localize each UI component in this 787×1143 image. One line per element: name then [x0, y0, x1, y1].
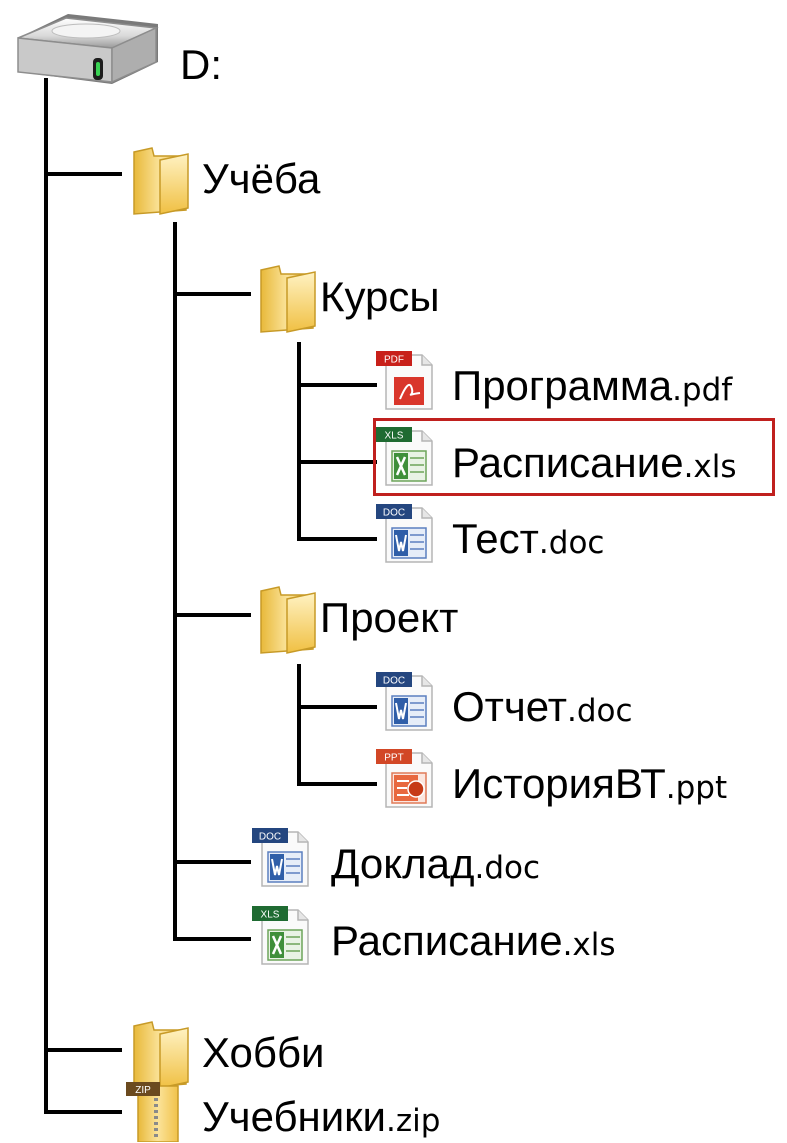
doc-file-icon: DOC: [376, 504, 433, 563]
ppt-file-icon: PPT: [376, 749, 433, 808]
tree-connector: [44, 172, 122, 176]
svg-text:XLS: XLS: [261, 910, 280, 921]
item-label: Отчет.doc: [452, 683, 633, 730]
tree-connector: [297, 537, 377, 541]
tree-connector: [44, 78, 48, 1114]
hard-drive-icon: [17, 14, 159, 84]
tree-connector: [297, 782, 377, 786]
xls-file-icon: XLS: [252, 906, 309, 965]
item-label: Тест.doc: [452, 515, 605, 562]
tree-connector: [173, 613, 251, 617]
item-label: Расписание.xls: [452, 439, 737, 486]
svg-text:PDF: PDF: [384, 355, 404, 366]
folder-icon: [133, 147, 189, 215]
svg-text:DOC: DOC: [383, 676, 405, 687]
tree-connector: [297, 383, 377, 387]
folder-icon: [133, 1021, 189, 1089]
tree-connector: [297, 460, 377, 464]
pdf-file-icon: PDF: [376, 351, 433, 410]
tree-connector: [173, 860, 251, 864]
doc-file-icon: DOC: [376, 672, 433, 731]
doc-file-icon: DOC: [252, 828, 309, 887]
svg-text:PPT: PPT: [384, 753, 403, 764]
item-label: Проект: [320, 594, 459, 641]
tree-connector: [297, 342, 301, 541]
folder-icon: [260, 586, 316, 654]
root-drive-label: D:: [180, 41, 222, 88]
folder-icon: [260, 265, 316, 333]
item-label: Учёба: [202, 155, 321, 202]
tree-connector: [44, 1048, 122, 1052]
svg-text:ZIP: ZIP: [135, 1085, 151, 1096]
item-label: Курсы: [320, 273, 440, 320]
tree-connector: [173, 292, 251, 296]
selected-item-highlight: [373, 418, 775, 496]
svg-text:DOC: DOC: [259, 832, 281, 843]
tree-connector: [297, 664, 301, 786]
item-label: ИсторияВТ.ppt: [452, 760, 728, 807]
xls-file-icon: XLS: [376, 427, 433, 486]
tree-connector: [173, 222, 177, 940]
tree-connector: [297, 705, 377, 709]
item-label: Учебники.zip: [202, 1093, 441, 1140]
zip-file-icon: ZIP: [126, 1082, 179, 1142]
item-label: Программа.pdf: [452, 362, 733, 409]
tree-connector: [44, 1110, 122, 1114]
item-label: Доклад.doc: [331, 840, 541, 887]
item-label: Расписание.xls: [331, 917, 616, 964]
svg-text:DOC: DOC: [383, 508, 405, 519]
svg-text:XLS: XLS: [385, 431, 404, 442]
item-label: Хобби: [202, 1029, 325, 1076]
tree-connector: [173, 937, 251, 941]
